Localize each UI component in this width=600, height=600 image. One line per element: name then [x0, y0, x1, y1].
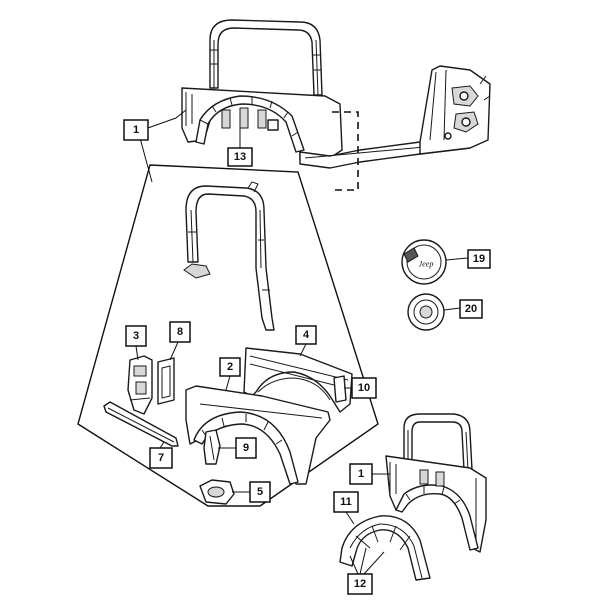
- callout-1-bottom: 1: [349, 463, 373, 485]
- callout-4: 4: [295, 325, 317, 345]
- svg-text:7: 7: [158, 452, 164, 464]
- svg-text:20: 20: [465, 303, 477, 315]
- roll-bar-part: [183, 181, 275, 331]
- part-7-sill-strip: [103, 401, 179, 447]
- svg-text:12: 12: [354, 578, 366, 590]
- leader-lines: [135, 109, 469, 575]
- bottom-body-assembly: [385, 413, 487, 553]
- part-11-wheelhouse-liner: [339, 515, 431, 581]
- callout-20: 20: [459, 299, 483, 319]
- svg-text:1: 1: [133, 124, 139, 136]
- part-2-quarter-panel: [185, 385, 331, 485]
- callout-2: 2: [219, 357, 241, 377]
- top-body-assembly: [181, 19, 491, 191]
- callout-11: 11: [333, 491, 359, 513]
- callout-1-top: 1: [123, 119, 149, 141]
- svg-text:2: 2: [227, 361, 233, 373]
- svg-text:19: 19: [473, 253, 485, 265]
- callout-5: 5: [249, 481, 271, 503]
- svg-text:11: 11: [340, 496, 352, 508]
- part-9-brace: [203, 429, 221, 465]
- callout-9: 9: [235, 437, 257, 459]
- part-10-bracket: [333, 375, 347, 403]
- svg-text:10: 10: [358, 382, 370, 394]
- svg-text:8: 8: [177, 326, 183, 338]
- callout-7: 7: [149, 447, 173, 469]
- part-3-panel: [127, 355, 153, 415]
- exploded-view-frame: [77, 164, 379, 507]
- callout-19: 19: [467, 249, 491, 269]
- svg-text:4: 4: [303, 329, 310, 341]
- part-19-fuel-door: Jeep: [401, 239, 447, 285]
- callout-8: 8: [169, 321, 191, 343]
- part-20-fuel-housing: [407, 293, 445, 331]
- svg-text:5: 5: [257, 486, 263, 498]
- jeep-emblem: Jeep: [419, 260, 434, 269]
- callout-10: 10: [351, 377, 377, 399]
- callout-3: 3: [125, 325, 147, 347]
- svg-text:13: 13: [234, 151, 246, 163]
- part-8-bracket: [157, 357, 175, 405]
- part-5-housing: [199, 479, 235, 505]
- part-4-inner-panel: [243, 347, 353, 413]
- callout-12: 12: [347, 573, 373, 595]
- svg-text:1: 1: [358, 468, 364, 480]
- svg-text:3: 3: [133, 330, 139, 342]
- callout-13: 13: [227, 147, 253, 167]
- svg-text:9: 9: [243, 442, 249, 454]
